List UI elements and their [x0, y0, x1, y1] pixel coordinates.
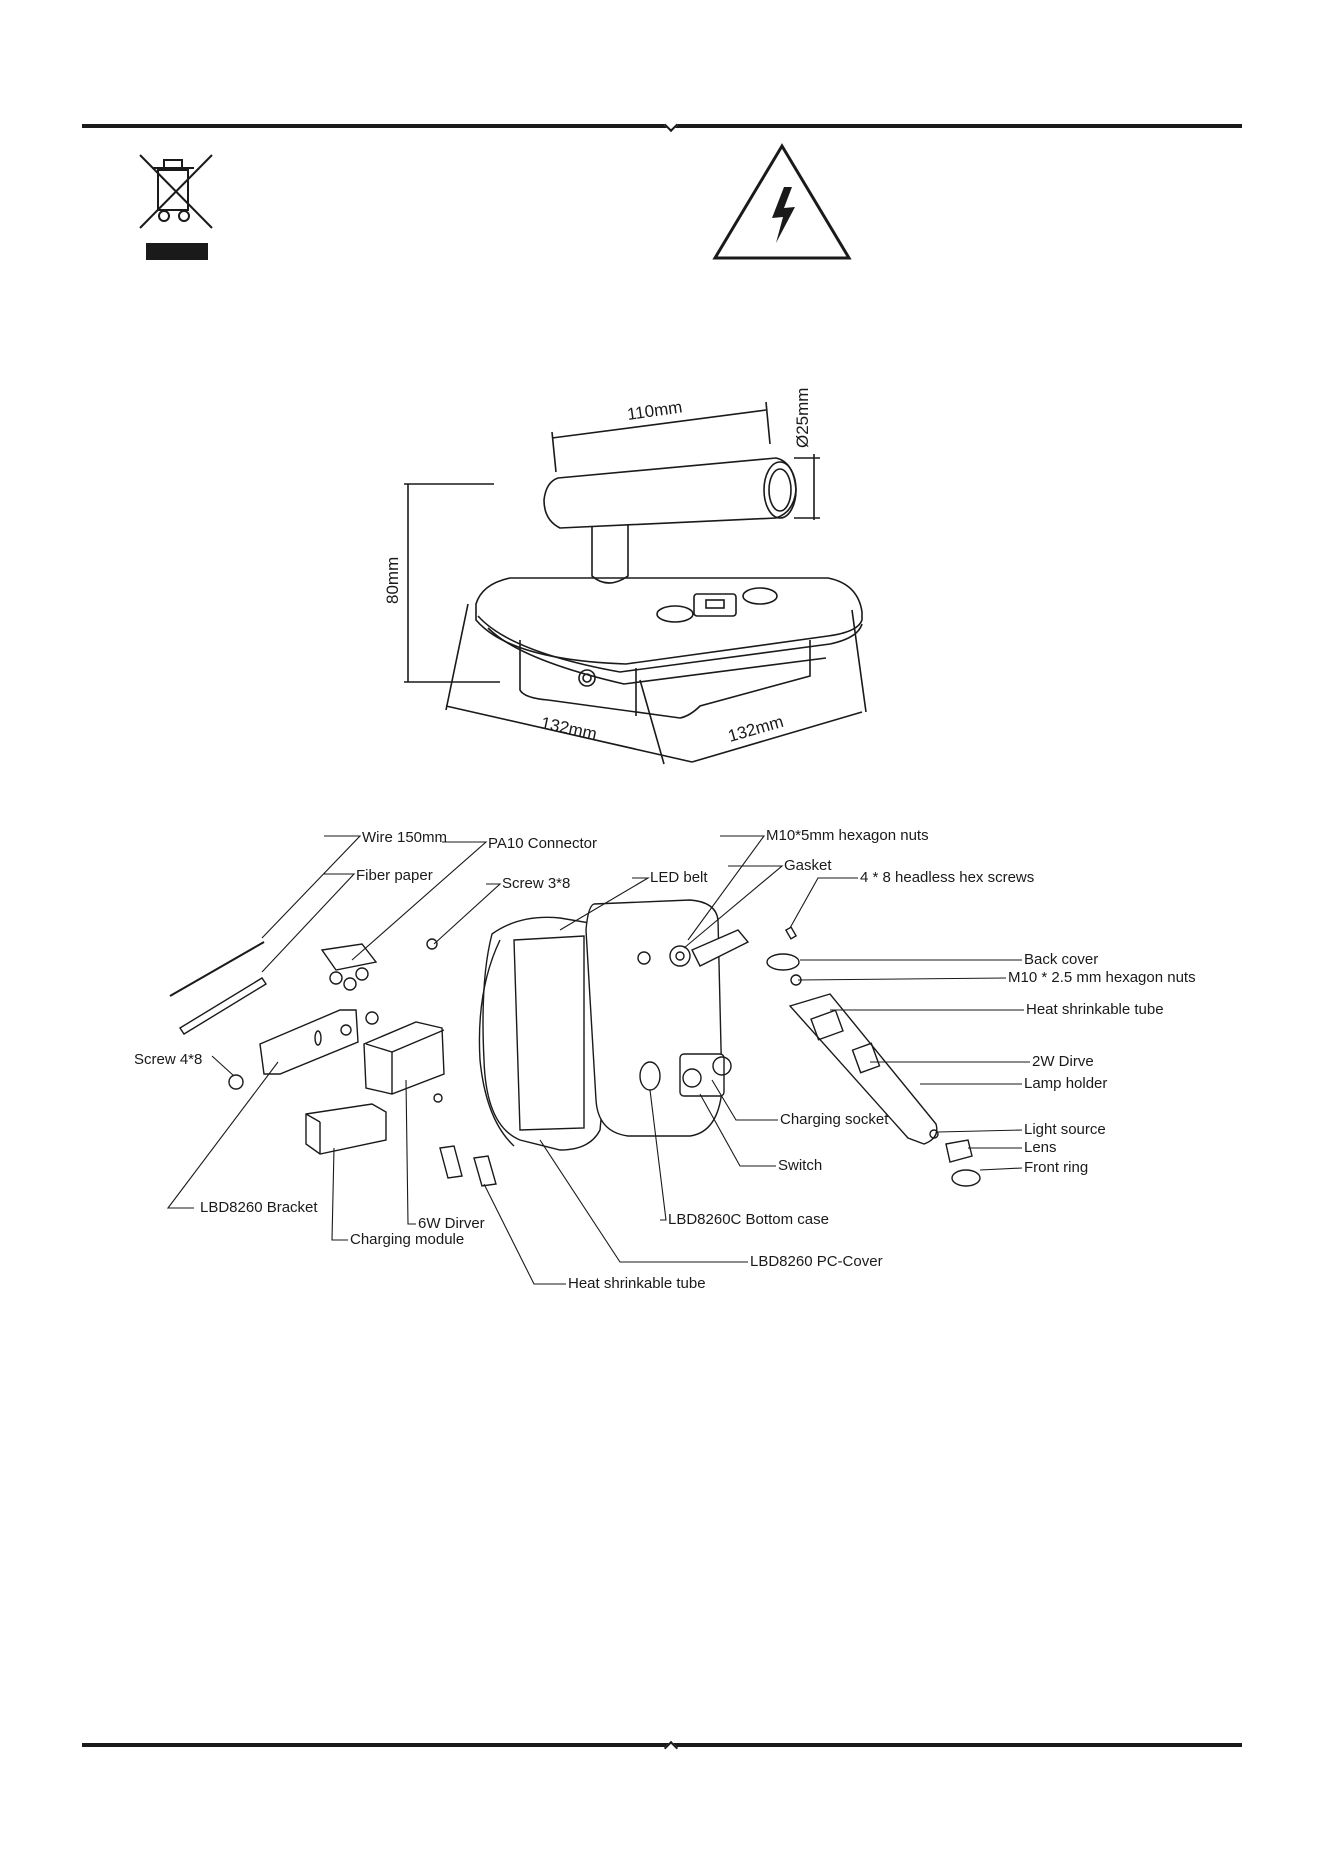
- label-pa10-connector: PA10 Connector: [488, 835, 597, 852]
- label-headless-hex-screws: 4 * 8 headless hex screws: [860, 869, 1034, 886]
- label-charging-module: Charging module: [350, 1231, 464, 1248]
- lamp-dimension-drawing: [404, 401, 867, 765]
- label-back-cover: Back cover: [1024, 951, 1098, 968]
- leader-lines: [166, 835, 1030, 1285]
- label-m10-2-5mm-nuts: M10 * 2.5 mm hexagon nuts: [1008, 969, 1196, 986]
- dim-tube-length: 110mm: [626, 397, 684, 424]
- dim-height: 80mm: [383, 557, 402, 604]
- label-switch: Switch: [778, 1157, 822, 1174]
- crossed-out-wheelie-bin-icon: [139, 154, 213, 260]
- electric-shock-warning-icon: [712, 143, 852, 260]
- label-led-belt: LED belt: [650, 869, 708, 886]
- label-screw-3x8: Screw 3*8: [502, 875, 570, 892]
- label-front-ring: Front ring: [1024, 1159, 1088, 1176]
- label-heat-shrinkable-tube-right: Heat shrinkable tube: [1026, 1001, 1164, 1018]
- exploded-view-drawing: [169, 899, 981, 1187]
- label-6w-driver: 6W Dirver: [418, 1215, 485, 1232]
- label-heat-shrinkable-tube-bottom: Heat shrinkable tube: [568, 1275, 706, 1292]
- label-pc-cover: LBD8260 PC-Cover: [750, 1253, 883, 1270]
- label-lens: Lens: [1024, 1139, 1057, 1156]
- label-lbd8260-bracket: LBD8260 Bracket: [200, 1199, 318, 1216]
- label-charging-socket: Charging socket: [780, 1111, 889, 1128]
- label-bottom-case: LBD8260C Bottom case: [668, 1211, 829, 1228]
- dim-tube-diameter: Ø25mm: [793, 388, 812, 448]
- top-rule: [82, 117, 1242, 133]
- label-lamp-holder: Lamp holder: [1024, 1075, 1107, 1092]
- label-2w-drive: 2W Dirve: [1032, 1053, 1094, 1070]
- label-gasket: Gasket: [784, 857, 832, 874]
- label-light-source: Light source: [1024, 1121, 1106, 1138]
- dim-width-left: 132mm: [539, 713, 598, 743]
- dim-width-right: 132mm: [726, 712, 786, 746]
- label-fiber-paper: Fiber paper: [356, 867, 433, 884]
- label-wire: Wire 150mm: [362, 829, 447, 846]
- label-screw-4x8: Screw 4*8: [134, 1051, 202, 1068]
- bottom-rule: [82, 1740, 1242, 1756]
- label-m10-5mm-nuts: M10*5mm hexagon nuts: [766, 827, 929, 844]
